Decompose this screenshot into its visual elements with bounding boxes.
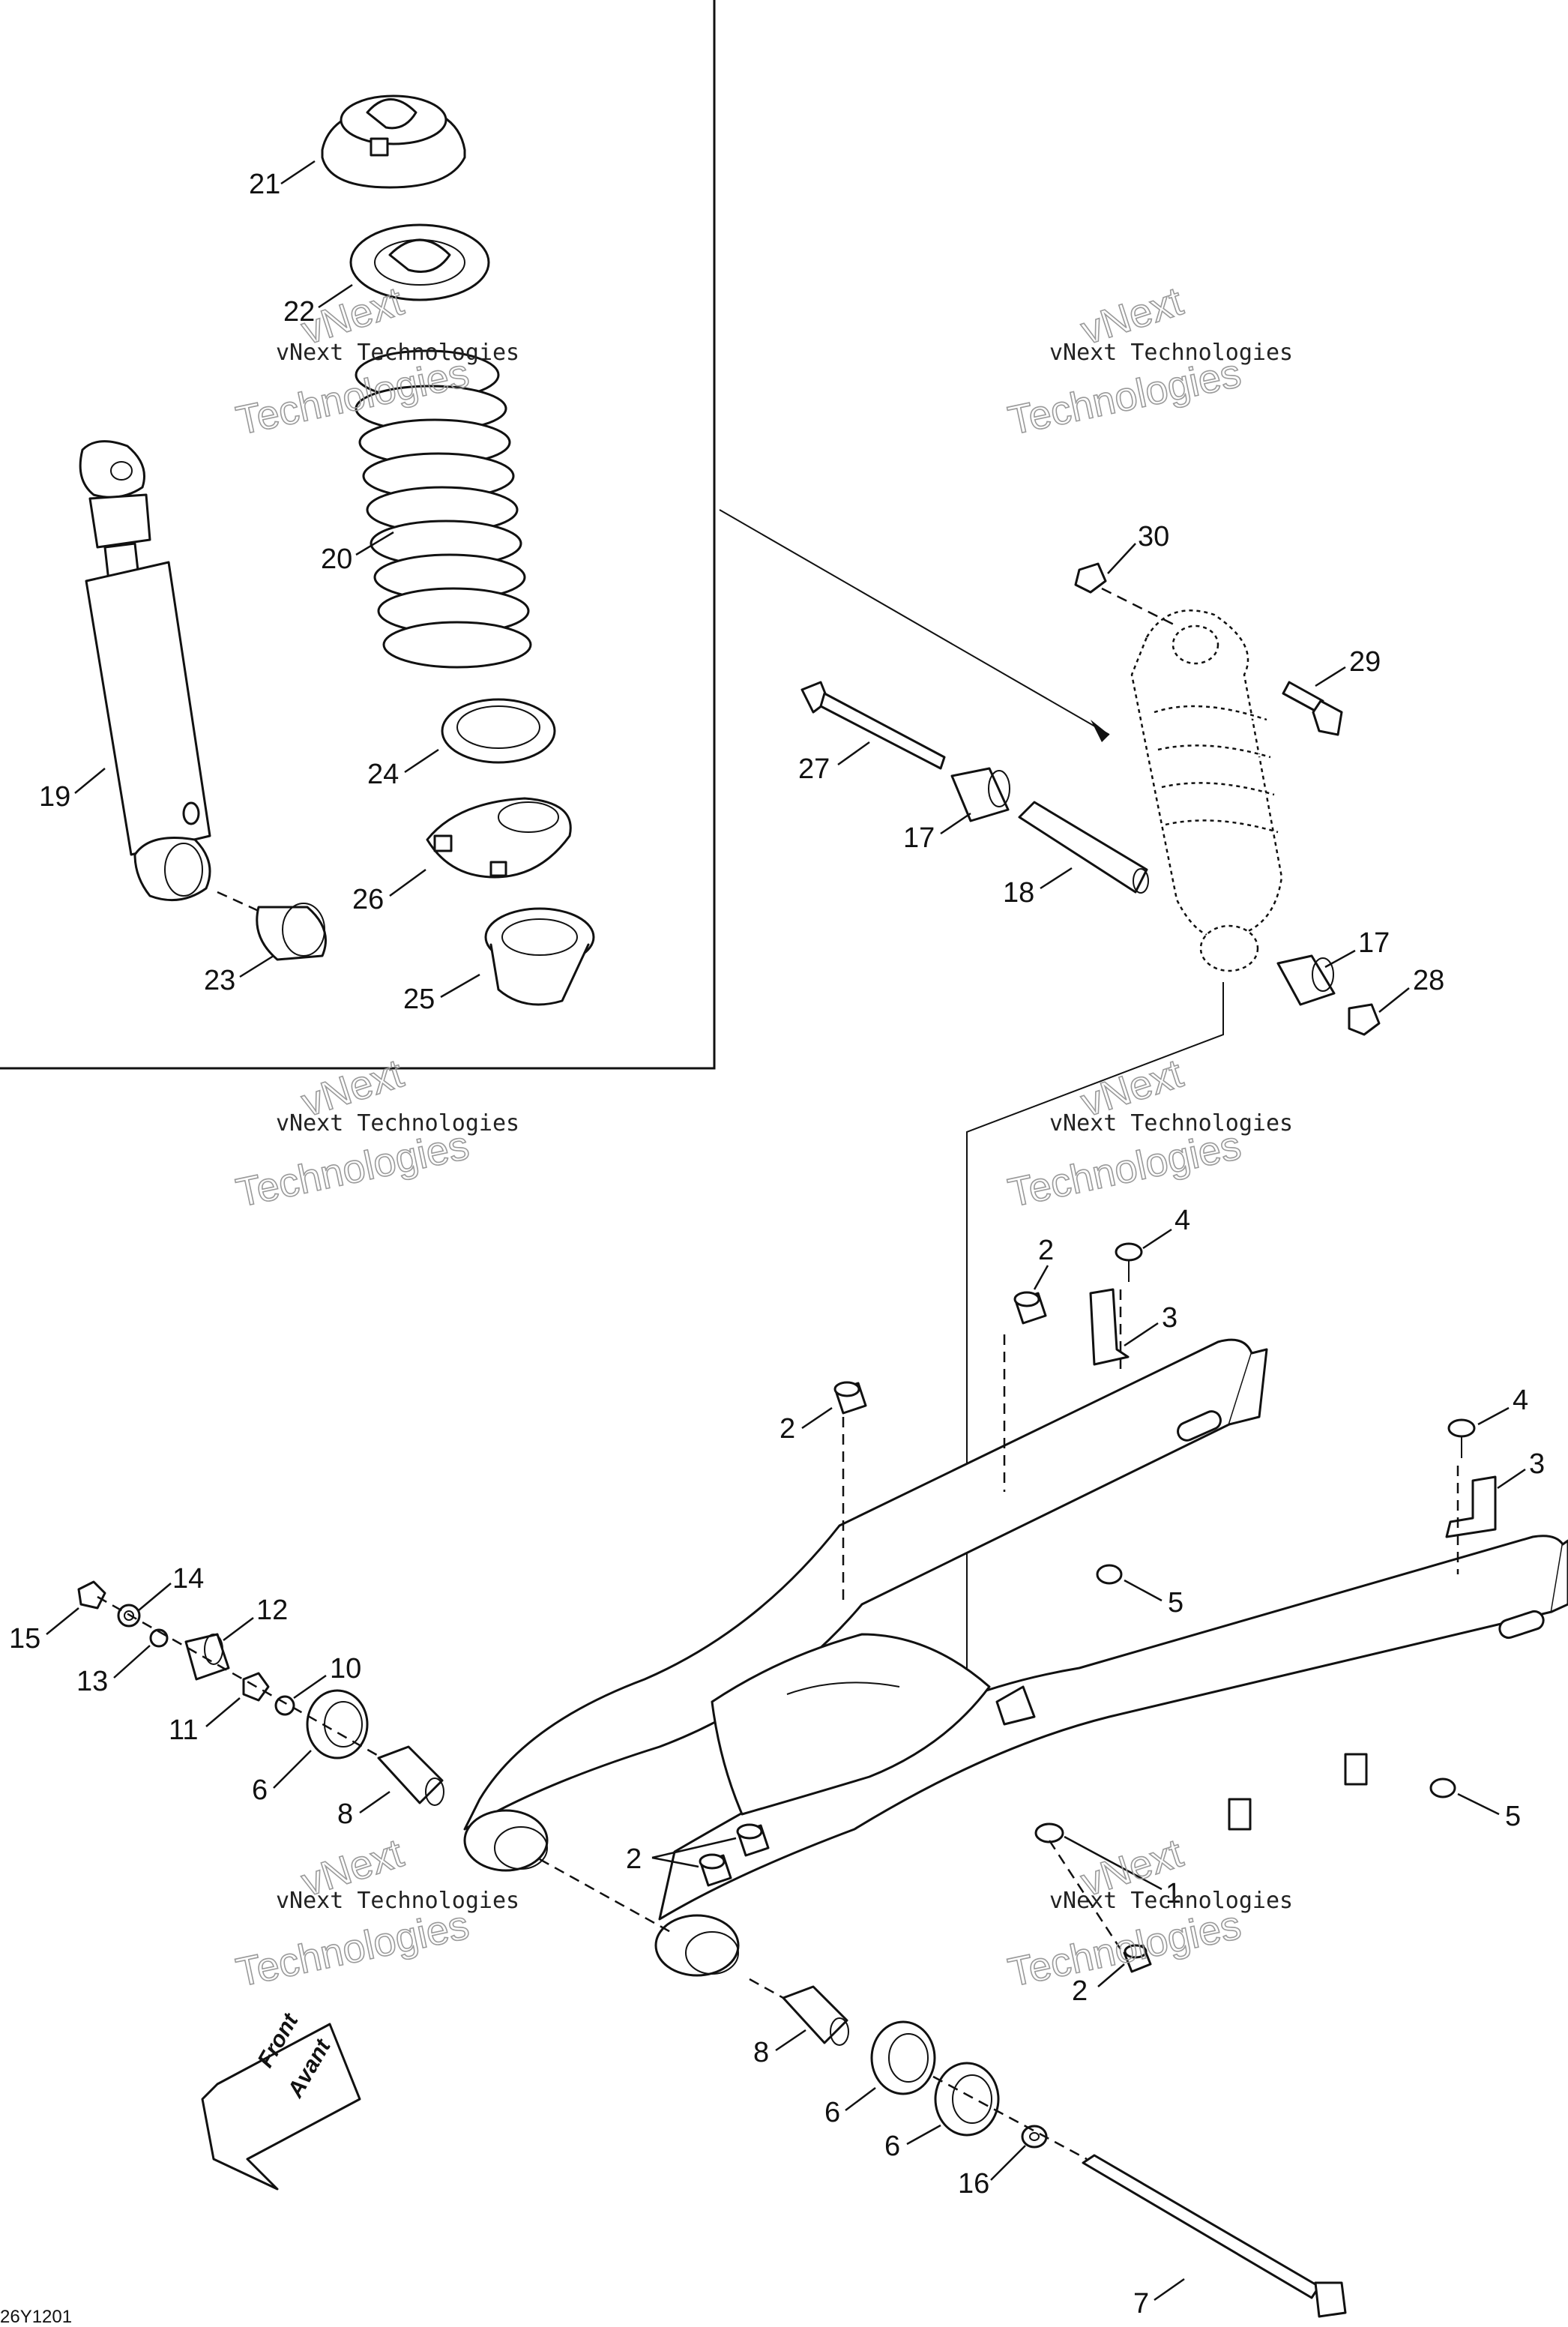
coil-spring-part-20: [355, 349, 532, 669]
watermark-4: vNext vNext Technologies Technologies: [1004, 1050, 1293, 1217]
callout-2-a: 2: [1038, 1235, 1054, 1266]
callout-19: 19: [39, 781, 70, 813]
callout-6-a: 6: [252, 1774, 268, 1806]
screw-part-4-b: [1447, 1418, 1476, 1458]
lock-nut-part-25: [484, 907, 595, 1006]
callout-16: 16: [958, 2168, 989, 2200]
bushing-part-17-upper: [950, 767, 1010, 822]
callout-6-b: 6: [824, 2097, 840, 2128]
callout-22: 22: [283, 296, 315, 328]
callout-6-c: 6: [884, 2131, 900, 2162]
callout-11: 11: [169, 1715, 198, 1746]
callout-7: 7: [1133, 2288, 1149, 2320]
bracket-part-3-a: [1089, 1288, 1130, 1366]
bolt-part-29: [1282, 681, 1343, 736]
washer-part-24: [441, 698, 556, 764]
bumper-part-2-b: [833, 1381, 867, 1415]
drawing-code: 26Y1201: [0, 2307, 72, 2327]
callout-4-b: 4: [1513, 1385, 1528, 1416]
callout-2-b: 2: [780, 1413, 795, 1445]
callout-14: 14: [172, 1563, 204, 1595]
svg-text:Technologies: Technologies: [1004, 1903, 1245, 1996]
callout-21: 21: [249, 169, 280, 200]
callout-3-a: 3: [1162, 1302, 1177, 1334]
svg-text:vNext Technologies: vNext Technologies: [276, 1110, 519, 1137]
callout-3-b: 3: [1529, 1448, 1545, 1480]
callout-2-d: 2: [1072, 1975, 1088, 2007]
long-bolt-part-27: [800, 681, 946, 770]
pivot-bolt-part-7: [1082, 2154, 1347, 2318]
bearing-part-6-a: [306, 1689, 369, 1759]
svg-text:Technologies: Technologies: [1004, 1123, 1245, 1216]
bearing-part-6-b: [870, 2020, 936, 2095]
callout-27: 27: [798, 753, 830, 785]
bearing-part-6-c: [934, 2062, 1000, 2137]
callout-23: 23: [204, 965, 235, 996]
svg-text:Technologies: Technologies: [232, 1903, 473, 1996]
callout-20: 20: [321, 544, 352, 575]
spacer-part-18: [1018, 801, 1149, 894]
callout-labels: 21 22 20 24 26 25 19 23 30 29 27 17 18 1…: [9, 160, 1545, 2320]
retainer-part-22: [349, 223, 490, 301]
svg-text:vNext Technologies: vNext Technologies: [1049, 1888, 1293, 1914]
callout-28: 28: [1413, 965, 1444, 996]
swingarm-part-1: [463, 1338, 1568, 1977]
callout-13: 13: [76, 1666, 108, 1697]
callout-5-b: 5: [1505, 1801, 1521, 1832]
callout-29: 29: [1349, 646, 1381, 678]
nut-part-28: [1348, 1003, 1381, 1036]
bushing-part-23: [256, 903, 327, 961]
svg-text:vNext Technologies: vNext Technologies: [276, 340, 519, 366]
callout-17-upper: 17: [903, 822, 935, 854]
callout-15: 15: [9, 1623, 40, 1655]
washer-part-16: [1021, 2125, 1048, 2149]
callout-2-c: 2: [626, 1843, 642, 1875]
callout-25: 25: [403, 984, 435, 1015]
bumper-part-2-c: [699, 1823, 770, 1887]
callout-17-lower: 17: [1358, 927, 1390, 959]
bracket-part-3-b: [1445, 1475, 1497, 1538]
callout-8-a: 8: [337, 1798, 353, 1830]
nut-part-30: [1074, 562, 1107, 594]
callout-30: 30: [1138, 521, 1169, 553]
bushing-part-12: [184, 1633, 230, 1681]
installed-shock-outline: [1130, 609, 1283, 972]
nut-part-5-b: [1429, 1777, 1456, 1798]
shock-absorber-part-19: [79, 440, 211, 902]
inset-frame: [0, 0, 716, 1070]
spacer-part-8-b: [782, 1985, 849, 2046]
svg-text:Technologies: Technologies: [232, 1123, 473, 1216]
callout-18: 18: [1003, 877, 1034, 909]
callout-10: 10: [330, 1653, 361, 1685]
spacer-part-8-a: [377, 1745, 444, 1806]
adjuster-plate-part-26: [426, 797, 572, 879]
watermark-3: vNext vNext Technologies Technologies: [232, 1050, 519, 1217]
callout-12: 12: [256, 1595, 288, 1626]
svg-text:vNext Technologies: vNext Technologies: [1049, 1110, 1293, 1137]
nut-part-15: [77, 1580, 106, 1610]
bumper-part-2-a: [1013, 1291, 1047, 1325]
front-direction-arrow: Front Avant: [201, 2008, 361, 2191]
watermark-2: vNext vNext Technologies Technologies: [1004, 278, 1293, 445]
nut-part-5-a: [1096, 1564, 1123, 1585]
callout-1: 1: [1166, 1878, 1181, 1909]
spring-cap-part-21: [321, 94, 466, 189]
bumper-part-2-d: [1123, 1944, 1152, 1973]
callout-8-b: 8: [753, 2037, 769, 2068]
svg-text:vNext Technologies: vNext Technologies: [1049, 340, 1293, 366]
callout-4-a: 4: [1175, 1205, 1190, 1236]
svg-text:vNext Technologies: vNext Technologies: [276, 1888, 519, 1914]
callout-5-a: 5: [1168, 1587, 1183, 1619]
callout-26: 26: [352, 884, 384, 915]
watermark-6: vNext vNext Technologies Technologies: [1004, 1830, 1293, 1996]
callout-24: 24: [367, 759, 399, 790]
screw-part-4-a: [1115, 1242, 1143, 1282]
bushing-part-17-lower: [1276, 954, 1336, 1006]
